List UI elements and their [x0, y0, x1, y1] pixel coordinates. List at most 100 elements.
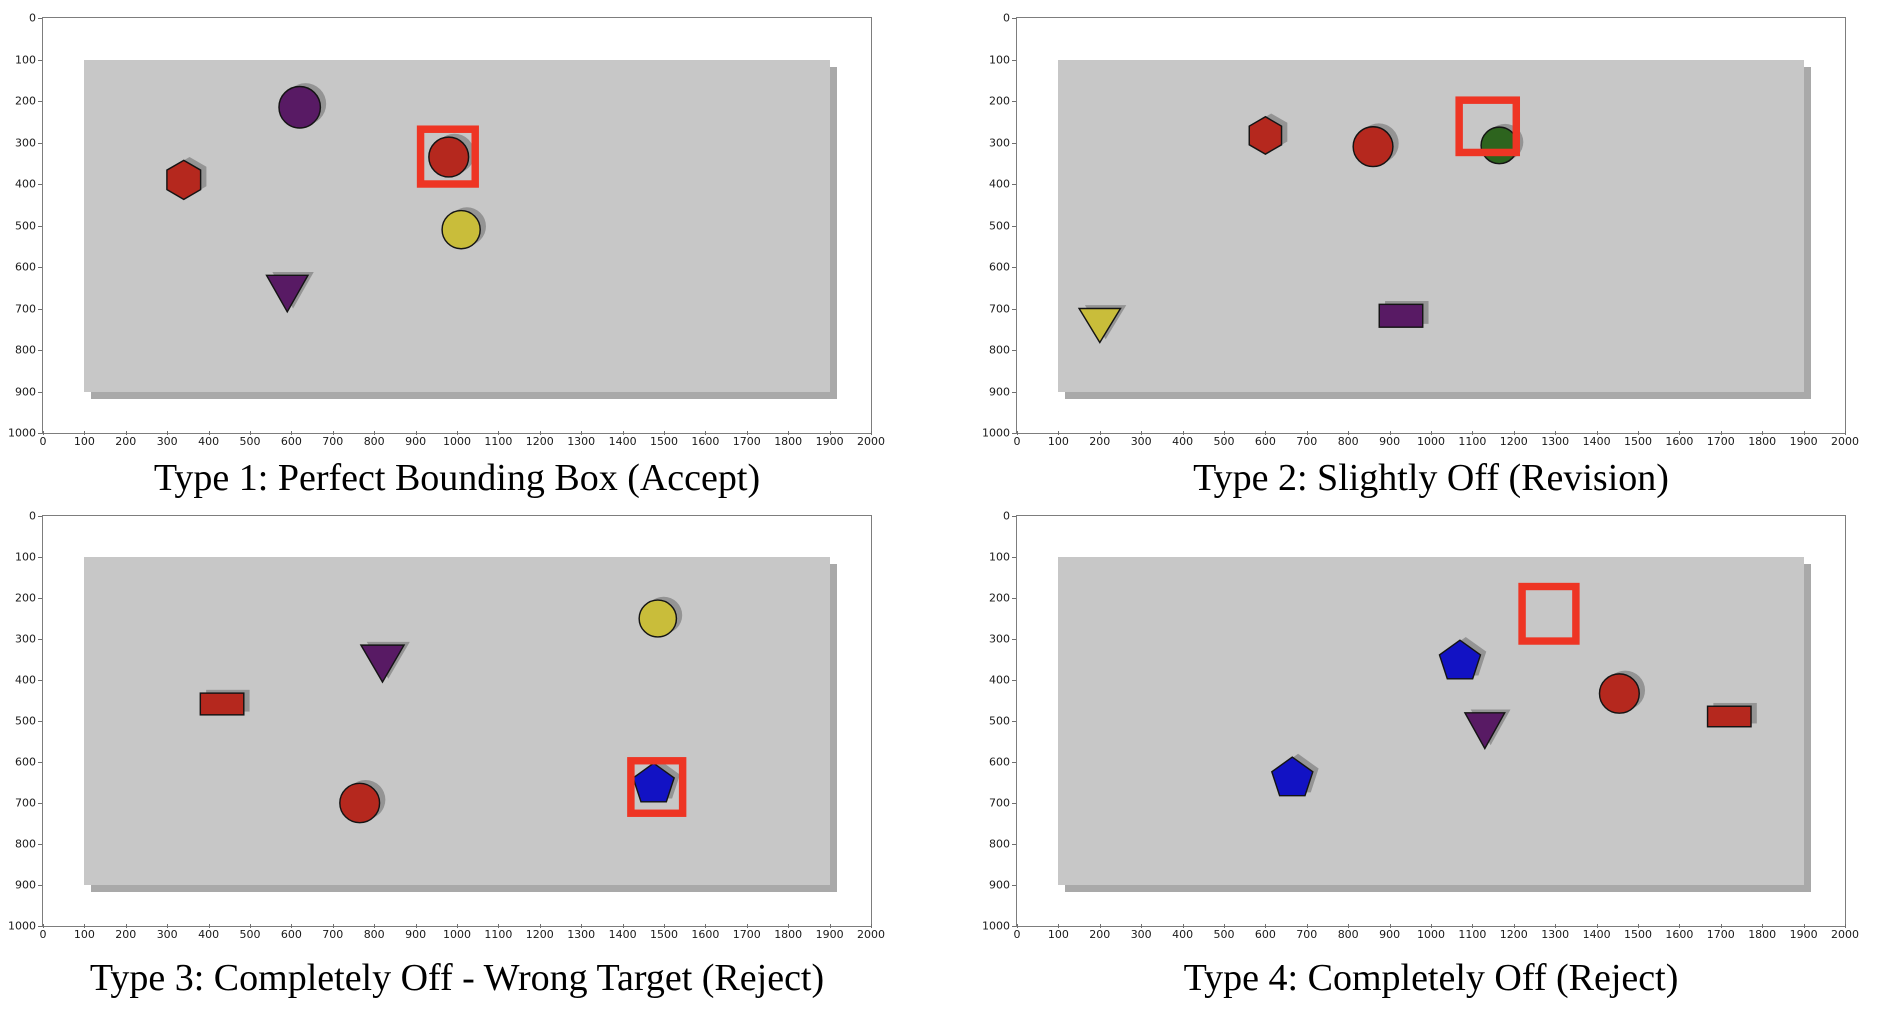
x-tick-label: 800: [1337, 435, 1359, 448]
x-tick-label: 100: [1047, 928, 1069, 941]
x-tick-label: 1800: [1748, 435, 1777, 448]
shapes-layer: [1077, 96, 1524, 344]
shapes-layer: [199, 596, 687, 824]
x-tick-label: 1700: [732, 435, 761, 448]
x-tick-label: 300: [156, 435, 178, 448]
y-tick-label: 400: [989, 177, 1010, 191]
x-tick-label: 1700: [1706, 928, 1735, 941]
subplot-type3-caption: Type 3: Completely Off - Wrong Target (R…: [89, 957, 825, 999]
y-tick-label: 300: [989, 632, 1010, 646]
shape-hexagon-red: [166, 159, 202, 201]
shape-triangle-down-purple: [265, 274, 310, 314]
shape-pentagon-blue: [632, 762, 675, 803]
y-tick-label: 600: [15, 755, 36, 769]
shape-circle-red: [1598, 673, 1640, 714]
x-tick-label: 800: [1337, 928, 1359, 941]
x-tick-label: 200: [115, 928, 137, 941]
y-tick-label: 500: [989, 219, 1010, 232]
x-tick-label: 100: [1047, 435, 1069, 448]
x-tick-label: 600: [1254, 928, 1276, 941]
x-tick-label: 1300: [1541, 435, 1570, 448]
x-tick-label: 400: [1172, 435, 1194, 448]
x-tick-label: 1500: [650, 928, 678, 941]
y-tick-label: 0: [1003, 509, 1010, 523]
x-tick-label: 1300: [567, 928, 596, 941]
x-tick-label: 0: [1013, 435, 1021, 448]
x-tick-label: 1000: [443, 435, 471, 448]
x-tick-label: 1500: [1624, 435, 1652, 448]
x-tick-label: 300: [156, 928, 178, 941]
x-tick-label: 500: [239, 928, 261, 941]
x-tick-label: 1400: [608, 435, 637, 448]
y-tick-label: 0: [1003, 11, 1010, 25]
y-tick-label: 700: [989, 302, 1010, 315]
y-tick-label: 200: [989, 591, 1010, 605]
x-tick-label: 1900: [815, 928, 844, 941]
x-tick-label: 1000: [1417, 435, 1445, 448]
y-tick-label: 900: [15, 878, 36, 892]
y-tick-label: 400: [15, 673, 36, 687]
x-tick-label: 700: [1296, 435, 1318, 448]
shape-rect-purple: [1378, 303, 1424, 328]
x-tick-label: 1000: [1417, 928, 1445, 941]
y-tick-label: 100: [15, 53, 36, 66]
y-tick-label: 100: [989, 53, 1010, 66]
shape-circle-red: [1352, 126, 1394, 168]
y-tick-label: 0: [29, 11, 36, 25]
x-tick-label: 1400: [1582, 928, 1611, 941]
x-tick-label: 1100: [484, 435, 513, 448]
x-tick-label: 900: [1379, 928, 1401, 941]
x-tick-label: 200: [1089, 435, 1111, 448]
y-tick-label: 1000: [8, 426, 36, 440]
x-tick-label: 1200: [1499, 435, 1528, 448]
shape-circle-yellow: [441, 209, 481, 250]
x-tick-label: 1900: [815, 435, 844, 448]
y-tick-label: 900: [989, 878, 1010, 892]
x-tick-label: 1200: [1499, 928, 1528, 941]
shape-triangle-down-yellow: [1077, 307, 1122, 344]
shape-pentagon-blue: [1438, 639, 1482, 680]
x-tick-label: 1100: [1458, 928, 1487, 941]
subplot-type1-caption: Type 1: Perfect Bounding Box (Accept): [153, 457, 761, 499]
x-tick-label: 1700: [732, 928, 761, 941]
x-tick-label: 2000: [1831, 435, 1859, 448]
shape-rect-red: [199, 692, 245, 716]
y-tick-label: 600: [989, 260, 1010, 274]
x-tick-label: 1600: [691, 928, 720, 941]
bounding-box: [1518, 582, 1580, 645]
x-tick-label: 100: [73, 435, 95, 448]
x-tick-label: 2000: [857, 928, 885, 941]
x-tick-label: 400: [198, 435, 220, 448]
x-tick-label: 900: [405, 928, 427, 941]
bounding-box: [1455, 96, 1521, 157]
x-tick-label: 300: [1130, 928, 1152, 941]
x-tick-label: 400: [1172, 928, 1194, 941]
subplot-type4-caption: Type 4: Completely Off (Reject): [1183, 957, 1679, 999]
x-tick-label: 500: [1213, 928, 1235, 941]
y-tick-label: 100: [15, 550, 36, 564]
shape-circle-green: [1480, 126, 1519, 165]
x-tick-label: 200: [115, 435, 137, 448]
x-tick-label: 800: [363, 435, 385, 448]
x-tick-label: 900: [405, 435, 427, 448]
y-tick-label: 200: [15, 591, 36, 605]
y-tick-label: 900: [989, 385, 1010, 398]
y-tick-label: 700: [15, 796, 36, 810]
shape-circle-red: [428, 136, 470, 178]
x-tick-label: 600: [280, 435, 302, 448]
bounding-box: [627, 757, 687, 817]
y-tick-label: 500: [989, 714, 1010, 728]
x-tick-label: 1200: [525, 928, 554, 941]
shape-circle-red: [339, 782, 381, 824]
x-tick-label: 100: [73, 928, 95, 941]
x-tick-label: 1800: [1748, 928, 1777, 941]
x-tick-label: 2000: [1831, 928, 1859, 941]
shapes-layer: [1270, 582, 1757, 797]
x-tick-label: 600: [280, 928, 302, 941]
x-tick-label: 1600: [691, 435, 720, 448]
x-tick-label: 1600: [1665, 928, 1694, 941]
